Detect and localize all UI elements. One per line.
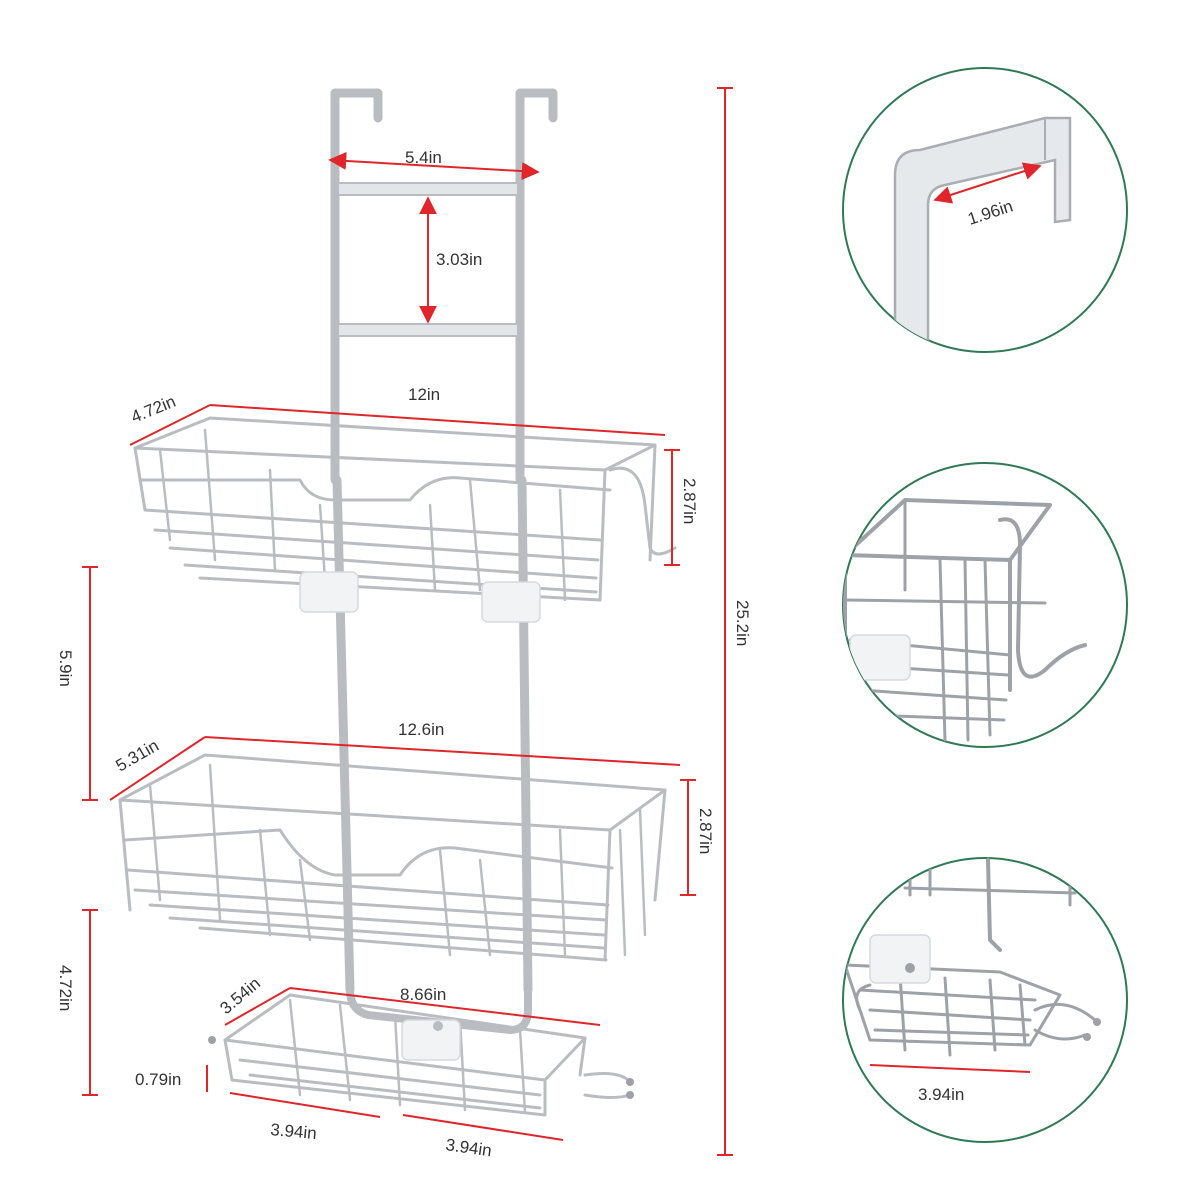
detail-soap-tray: 3.94in	[842, 857, 1128, 1143]
soap-tray	[208, 993, 634, 1117]
tray-detail-dimension	[869, 1064, 1031, 1073]
side-hook-closeup	[998, 517, 1087, 679]
tray-depth-label: 3.54in	[216, 974, 264, 1018]
hook-width-dimension	[933, 162, 1042, 204]
bottom-loop	[346, 986, 532, 1034]
dimension-labels: 5.4in 3.03in 25.2in 4.72in 12in 2.87in 5…	[56, 148, 752, 1160]
lower-spacing-label: 4.72in	[56, 965, 75, 1011]
tray-hooks-closeup	[1033, 1002, 1097, 1041]
towel-hooks	[583, 1072, 632, 1099]
tray-width-label: 8.66in	[400, 985, 446, 1004]
top-width-label: 12in	[408, 385, 440, 404]
middle-width-label: 12.6in	[398, 720, 444, 739]
tray-left-compartment-label: 3.94in	[270, 1120, 318, 1143]
hook-gap-dimension	[328, 151, 540, 181]
middle-width-dimension	[204, 736, 681, 766]
middle-depth-dimension	[109, 736, 206, 801]
upper-rung	[337, 182, 519, 196]
tray-right-compartment-label: 3.94in	[444, 1135, 493, 1160]
left-rail	[332, 475, 355, 995]
upper-spacing-label: 5.9in	[56, 650, 75, 687]
adhesive-pad	[481, 581, 541, 623]
top-height-label: 2.87in	[680, 478, 699, 524]
top-width-dimension	[209, 404, 666, 436]
middle-height-label: 2.87in	[696, 808, 715, 854]
left-door-hook	[330, 88, 383, 485]
tray-left-compartment-dimension	[229, 1092, 381, 1118]
detail-hook-width: 1.96in	[842, 67, 1128, 353]
adhesive-pad	[299, 571, 359, 613]
tray-width-dimension	[289, 987, 601, 1026]
adhesive-pad	[401, 1019, 461, 1061]
dimension-lines	[82, 87, 733, 1156]
top-depth-dimension	[129, 404, 211, 446]
tray-detail-label: 3.94in	[918, 1085, 964, 1104]
tray-lip-label: 0.79in	[135, 1070, 181, 1089]
top-basket	[133, 416, 677, 623]
tray-right-compartment-dimension	[402, 1114, 564, 1141]
right-rail	[517, 475, 533, 995]
lower-rung	[337, 323, 519, 337]
tray-depth-dimension	[224, 987, 291, 1026]
middle-basket	[118, 753, 667, 962]
detail-side-hook	[842, 462, 1128, 748]
top-basket-side-hook	[608, 466, 677, 556]
top-depth-label: 4.72in	[128, 392, 178, 427]
overall-height-label: 25.2in	[733, 600, 752, 646]
right-door-hook	[515, 88, 558, 485]
rung-spacing-label: 3.03in	[436, 250, 482, 269]
hook-gap-label: 5.4in	[405, 148, 442, 167]
